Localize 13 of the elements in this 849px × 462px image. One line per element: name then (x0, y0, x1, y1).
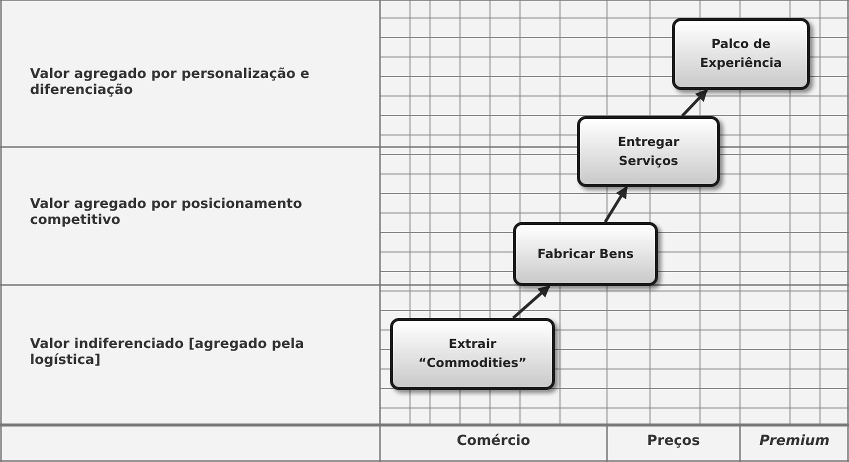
arrow (604, 186, 628, 223)
process-box: Extrair “Commodities” (390, 318, 555, 390)
process-box: Palco de Experiência (672, 18, 810, 90)
process-box: Fabricar Bens (513, 222, 658, 286)
arrow (681, 88, 708, 118)
row-label: Valor indiferenciado [agregado pela logística] (30, 336, 306, 368)
arrow (512, 284, 550, 320)
row-label: Valor agregado por personalização e diferenciação (30, 66, 310, 98)
axis-label: Premium (758, 433, 831, 449)
axis-label: Comércio (456, 433, 532, 449)
axis-label: Preços (646, 433, 701, 449)
row-label: Valor agregado por posicionamento competitivo (30, 196, 304, 228)
process-box: Entregar Serviços (577, 116, 720, 187)
